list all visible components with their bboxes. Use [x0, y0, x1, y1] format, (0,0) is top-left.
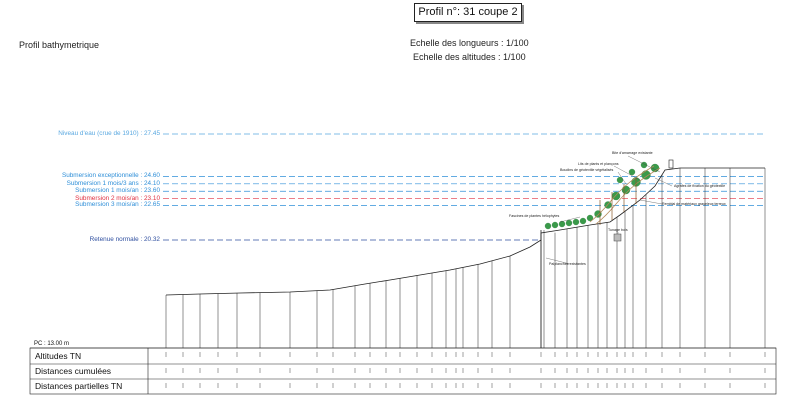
profile-stations: [165, 168, 766, 348]
stakes: [599, 178, 637, 225]
scale-lengths: Echelle des longueurs : 1/100: [410, 38, 529, 48]
water-level-label: Submersion exceptionnelle : 24.60: [61, 172, 160, 180]
leader-lines: [545, 155, 673, 265]
water-level-label: Submersion 1 mois/an : 23.60: [75, 187, 160, 195]
water-level-label: Submersion 2 mois/an : 23.10: [75, 194, 160, 202]
water-level-label: Submersion 1 mois/3 ans : 24.10: [66, 179, 160, 187]
mooring-post: [668, 159, 674, 169]
annotation-boudins: Boudins de géotextile végétalisés: [560, 168, 614, 172]
row-partial-label: Distances partielles TN: [35, 381, 123, 391]
annotation-palplanches: Palplanches existantes: [549, 262, 586, 266]
pc-label: PC : 13.00 m: [34, 341, 70, 347]
water-level-label: Submersion 3 mois/an : 22.65: [75, 201, 160, 209]
timber-wall-symbol: [613, 233, 622, 242]
data-table-grid: [29, 347, 777, 395]
profile-type-label: Profil bathymetrique: [19, 40, 100, 50]
profile-title: Profil n°: 31 coupe 2: [414, 3, 522, 22]
annotation-tunage: Tunage bois: [608, 228, 628, 232]
water-level-label: Niveau d'eau (crue de 1910) : 27.45: [58, 130, 160, 137]
annotation-bite: Bite d'amarrage existante: [612, 151, 653, 155]
row-altitudes-label: Altitudes TN: [35, 351, 82, 361]
annotation-agrafes: Agrafes de fixation du géotextile: [674, 184, 726, 188]
annotation-remblai: Remblai de matériaux graveleux terreux: [662, 202, 726, 206]
water-level-label: Retenue normale : 20.32: [89, 236, 160, 243]
water-level-lines: [163, 133, 765, 241]
row-cumulative-label: Distances cumulées: [35, 366, 112, 376]
scale-altitudes: Echelle des altitudes : 1/100: [413, 52, 526, 62]
annotation-lits: Lits de plants et plançons: [578, 162, 619, 166]
annotation-fascines: Fascines de plantes hélophytes: [509, 214, 560, 218]
table-value-marks: [165, 352, 766, 388]
